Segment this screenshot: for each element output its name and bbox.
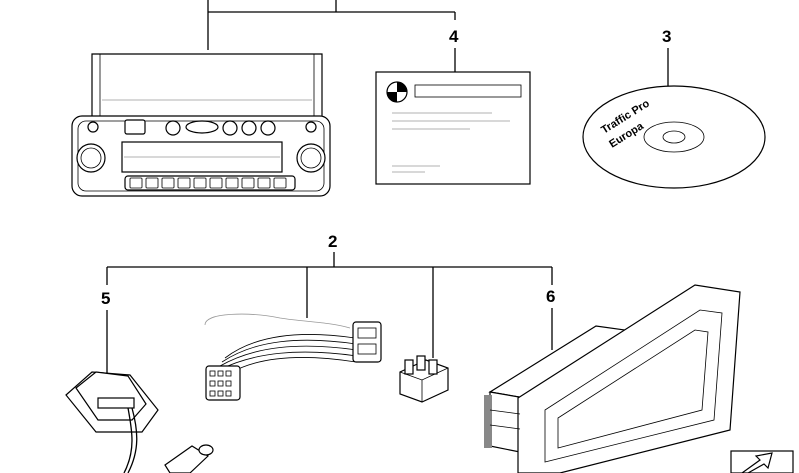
callout-2: 2 [328,232,337,251]
callout-3: 3 [662,27,671,46]
harness-connector-pins [209,370,232,397]
view-direction-icon [730,450,794,473]
top-bracket-lines [207,0,456,50]
callout-2-tree [106,252,553,358]
gps-antenna [65,371,214,473]
navigation-cd: Traffic Pro Europa [582,85,766,189]
mounting-frame [484,284,741,473]
callout-6: 6 [546,287,555,306]
callout-4: 4 [449,27,459,46]
preset-buttons [129,177,287,189]
owners-manual [375,71,531,185]
callout-5: 5 [101,289,110,308]
radio-unit [71,53,331,197]
wiring-harness [204,313,382,401]
small-plug-connector [399,355,449,403]
